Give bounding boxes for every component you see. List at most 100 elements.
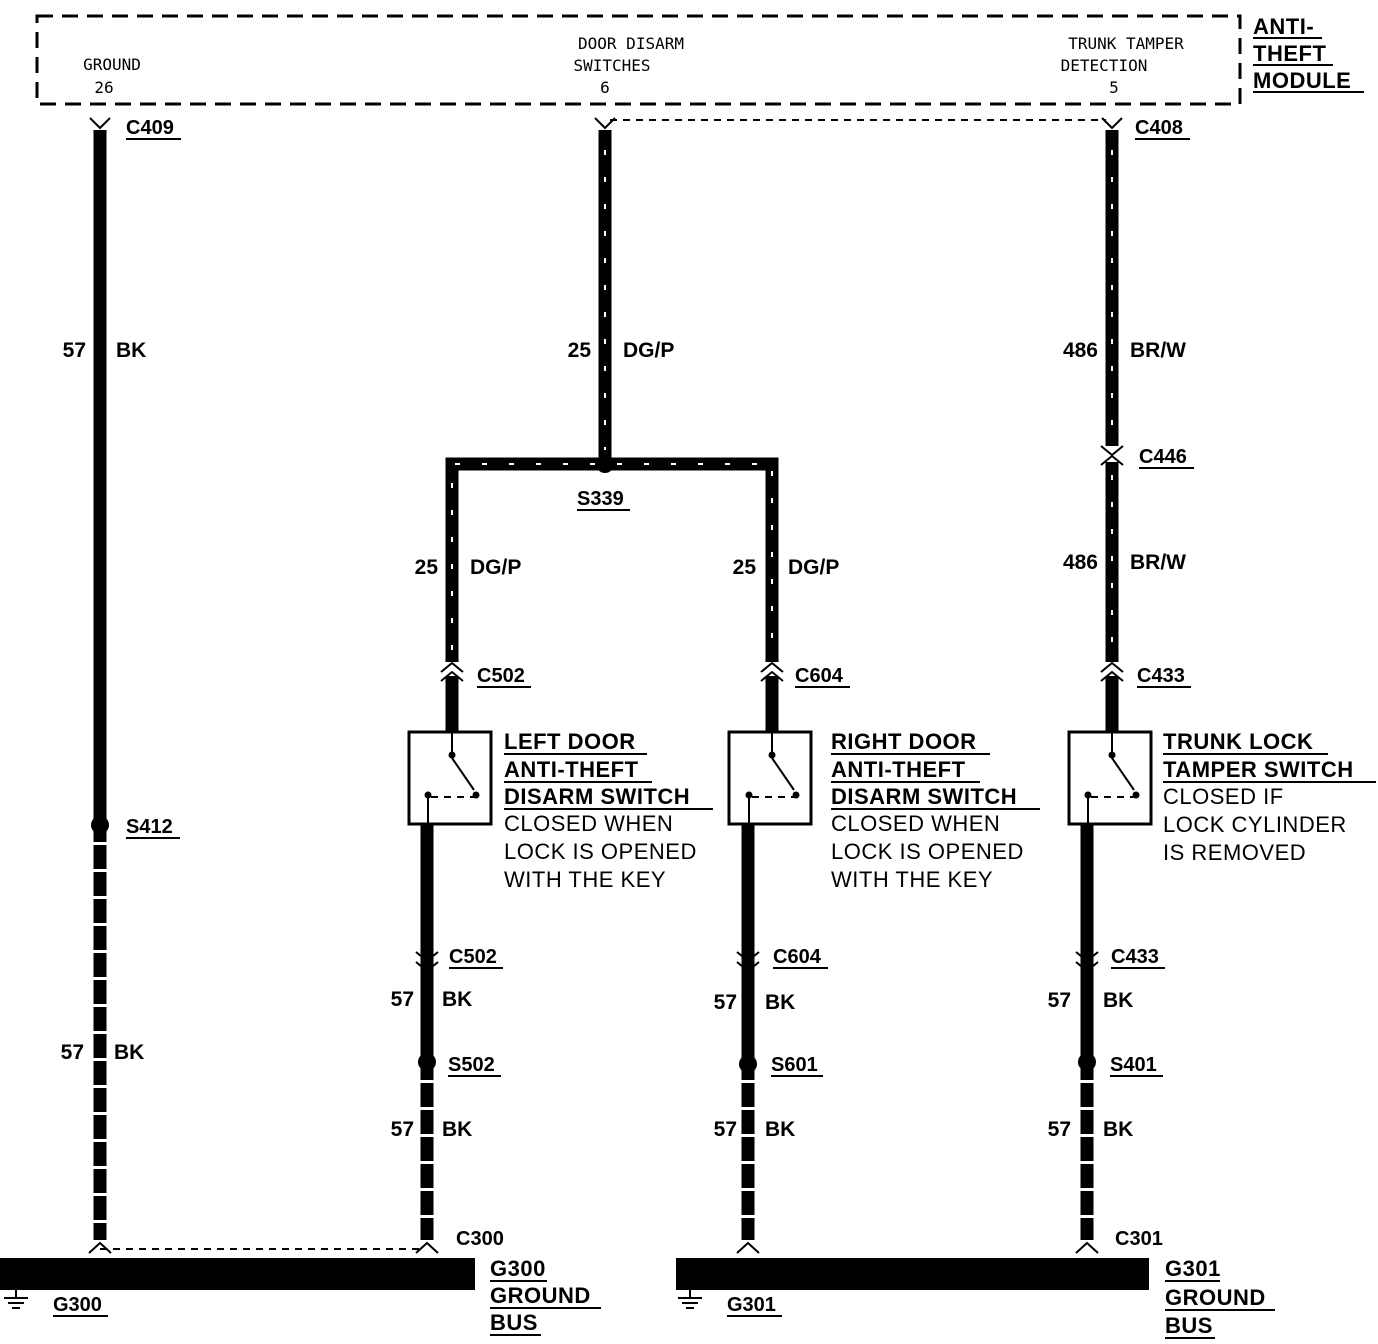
- module-name-line-1: ANTI-: [1253, 14, 1314, 39]
- wire-color-door-right: DG/P: [788, 556, 839, 579]
- ground-g301-id: G301: [727, 1294, 776, 1316]
- right-switch-desc-2: LOCK IS OPENED: [831, 839, 1024, 864]
- anti-theft-module: ANTI- THEFT MODULE GROUND 26 DOOR DISARM…: [35, 14, 1364, 106]
- pin-door-label-1: DOOR DISARM: [578, 34, 684, 53]
- wire-circuit-trunk-b: 57: [1048, 1118, 1071, 1141]
- wire-color-trunk-mid: BR/W: [1130, 551, 1186, 574]
- connector-symbols: [88, 117, 1124, 1254]
- trunk-switch-desc-1: CLOSED IF: [1163, 784, 1284, 809]
- left-switch-title-2: ANTI-THEFT: [504, 757, 639, 782]
- connector-c604-top: C604: [795, 665, 844, 687]
- wire-circuit-gnd-top: 57: [63, 339, 86, 362]
- wire-circuit-door-main: 25: [568, 339, 592, 362]
- wire-circuit-trunk-mid: 486: [1063, 551, 1098, 574]
- wire-color-trunk-top: BR/W: [1130, 339, 1186, 362]
- wire-circuit-right-a: 57: [714, 991, 737, 1014]
- wire-circuit-trunk-a: 57: [1048, 989, 1071, 1012]
- trunk-switch-title-1: TRUNK LOCK: [1163, 729, 1313, 754]
- pin-trunk-label-2: DETECTION: [1061, 56, 1148, 75]
- left-switch-desc-3: WITH THE KEY: [504, 867, 666, 892]
- wires: [93, 130, 1119, 1240]
- pin-door-label-2: SWITCHES: [573, 56, 650, 75]
- right-switch-text: RIGHT DOOR ANTI-THEFT DISARM SWITCH CLOS…: [831, 729, 1040, 892]
- splice-s401: S401: [1110, 1054, 1157, 1076]
- right-switch-title-2: ANTI-THEFT: [831, 757, 966, 782]
- connector-c301: C301: [1115, 1228, 1163, 1250]
- right-switch-desc-1: CLOSED WHEN: [831, 811, 1000, 836]
- connector-c300: C300: [456, 1228, 504, 1250]
- wire-color-left-a: BK: [442, 988, 472, 1011]
- splice-s339: S339: [577, 488, 624, 510]
- wire-circuit-right-b: 57: [714, 1118, 737, 1141]
- g301-ground-bus-bar: [676, 1258, 1149, 1290]
- wire-circuit-left-a: 57: [391, 988, 414, 1011]
- module-name-line-2: THEFT: [1253, 41, 1326, 66]
- wire-circuit-door-right: 25: [733, 556, 757, 579]
- wire-color-gnd-bottom: BK: [114, 1041, 144, 1064]
- pin-trunk-number: 5: [1109, 78, 1119, 97]
- pin-ground-number: 26: [94, 78, 113, 97]
- left-switch-title-3: DISARM SWITCH: [504, 784, 690, 809]
- connector-c604-bottom: C604: [773, 946, 822, 968]
- left-switch-desc-2: LOCK IS OPENED: [504, 839, 697, 864]
- trunk-switch-text: TRUNK LOCK TAMPER SWITCH CLOSED IF LOCK …: [1163, 729, 1376, 865]
- trunk-tamper-switch-symbol: [1067, 730, 1153, 826]
- ground-symbol-g301: [678, 1288, 702, 1309]
- g300-bus-line-2: GROUND: [490, 1283, 591, 1308]
- wire-circuit-door-left: 25: [415, 556, 439, 579]
- right-door-switch-symbol: [727, 730, 813, 826]
- wire-color-gnd-top: BK: [116, 339, 146, 362]
- splice-s502: S502: [448, 1054, 495, 1076]
- left-switch-desc-1: CLOSED WHEN: [504, 811, 673, 836]
- connector-c409: C409: [126, 117, 174, 139]
- right-switch-desc-3: WITH THE KEY: [831, 867, 993, 892]
- g300-bus-line-1: G300: [490, 1256, 546, 1281]
- g300-bus-line-3: BUS: [490, 1310, 538, 1335]
- wire-circuit-gnd-bottom: 57: [61, 1041, 84, 1064]
- trunk-switch-desc-2: LOCK CYLINDER: [1163, 812, 1347, 837]
- connector-c433-top: C433: [1137, 665, 1185, 687]
- wire-color-right-b: BK: [765, 1118, 795, 1141]
- connector-c446: C446: [1139, 446, 1187, 468]
- splice-s412-dot: [91, 816, 109, 834]
- splice-labels: S339 S412 S502 S601 S401: [126, 488, 1163, 1077]
- wire-color-right-a: BK: [765, 991, 795, 1014]
- wire-labels: 57 BK 57 BK 25 DG/P 25 DG/P 25 DG/P 486 …: [61, 339, 1187, 1141]
- module-name-line-3: MODULE: [1253, 68, 1351, 93]
- connector-c502-bottom: C502: [449, 946, 497, 968]
- connector-c433-bottom: C433: [1111, 946, 1159, 968]
- ground-labels: G300 G300 GROUND BUS G301 G301 GROUND BU…: [53, 1256, 1275, 1339]
- splice-s502-dot: [418, 1053, 436, 1071]
- pin-trunk-label-1: TRUNK TAMPER: [1068, 34, 1184, 53]
- right-switch-title-1: RIGHT DOOR: [831, 729, 977, 754]
- pin-door-number: 6: [600, 78, 610, 97]
- connector-labels: C409 C408 C446 C502 C604 C433 C502 C604 …: [126, 117, 1194, 1250]
- g301-bus-line-3: BUS: [1165, 1313, 1213, 1338]
- pin-ground-label: GROUND: [83, 55, 141, 74]
- wire-color-door-left: DG/P: [470, 556, 521, 579]
- splice-s601-dot: [739, 1055, 757, 1073]
- left-switch-text: LEFT DOOR ANTI-THEFT DISARM SWITCH CLOSE…: [504, 729, 713, 892]
- wire-color-trunk-b: BK: [1103, 1118, 1133, 1141]
- wire-color-left-b: BK: [442, 1118, 472, 1141]
- trunk-switch-desc-3: IS REMOVED: [1163, 840, 1306, 865]
- connector-c502-top: C502: [477, 665, 525, 687]
- ground-g300-id: G300: [53, 1294, 102, 1316]
- right-switch-title-3: DISARM SWITCH: [831, 784, 1017, 809]
- splice-s339-dot: [596, 455, 614, 473]
- trunk-switch-title-2: TAMPER SWITCH: [1163, 757, 1354, 782]
- wire-color-door-main: DG/P: [623, 339, 674, 362]
- wire-circuit-left-b: 57: [391, 1118, 414, 1141]
- left-switch-title-1: LEFT DOOR: [504, 729, 636, 754]
- splice-s412: S412: [126, 816, 173, 838]
- ground-symbol-g300: [4, 1288, 28, 1309]
- wire-circuit-trunk-top: 486: [1063, 339, 1098, 362]
- splice-s601: S601: [771, 1054, 818, 1076]
- wire-color-trunk-a: BK: [1103, 989, 1133, 1012]
- left-door-switch-symbol: [407, 730, 493, 826]
- g300-ground-bus-bar: [0, 1258, 475, 1290]
- g301-bus-line-1: G301: [1165, 1256, 1221, 1281]
- connector-c408: C408: [1135, 117, 1183, 139]
- g301-bus-line-2: GROUND: [1165, 1285, 1266, 1310]
